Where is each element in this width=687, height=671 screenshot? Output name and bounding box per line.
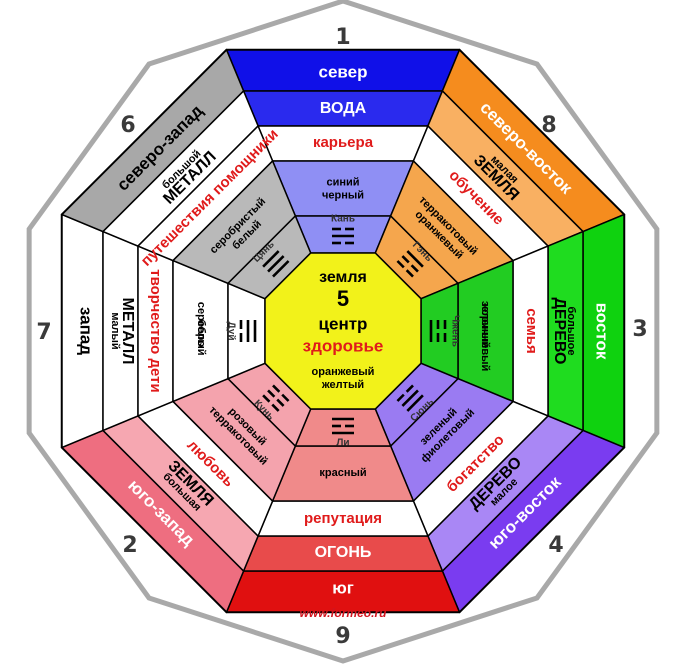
website-url[interactable]: www.formeo.ru xyxy=(300,606,388,620)
dirw-label: север xyxy=(319,62,368,81)
sector-number-east: 3 xyxy=(632,317,647,342)
life-label: творчество дети xyxy=(147,269,164,392)
center-title-label: центр xyxy=(319,314,368,333)
elem-label: МЕТАЛЛ xyxy=(119,298,136,365)
sector-number-southwest: 2 xyxy=(122,533,137,558)
trigram-southeast-icon xyxy=(396,384,424,412)
color-label: белый xyxy=(195,319,207,355)
tri-label: Чжень xyxy=(449,315,460,347)
trigram-southwest-icon xyxy=(262,384,290,412)
color-label: зеленый xyxy=(479,301,491,348)
center-fill xyxy=(264,252,422,410)
center-life-label: здоровье xyxy=(303,336,384,355)
color-label: серебро xyxy=(195,302,207,347)
trigram-east-icon xyxy=(429,320,447,342)
center-earth-label: земля xyxy=(319,269,367,286)
tri-label: Дуй xyxy=(225,322,236,341)
elemw-label: ОГОНЬ xyxy=(315,544,372,561)
elem-label: ДЕРЕВО xyxy=(551,297,568,364)
color-label: черный xyxy=(322,189,364,201)
life-label: карьера xyxy=(313,134,374,151)
dirw-label: юг xyxy=(332,578,354,597)
color-label: красный xyxy=(319,467,366,479)
dir-label: запад xyxy=(77,307,96,355)
sector-south: юг ОГОНЬ репутация красный Ли xyxy=(225,408,461,613)
sector-number-north: 1 xyxy=(335,25,350,50)
center-0-label: оранжевый xyxy=(312,366,375,378)
sector-number-south: 9 xyxy=(335,624,350,649)
color-label: коричневый xyxy=(479,304,491,372)
dirw-label: восток xyxy=(593,303,612,360)
tri-label: Кань xyxy=(331,214,355,225)
pre-label: большое xyxy=(565,307,577,356)
center-1-label: желтый xyxy=(321,379,364,391)
sector-number-northeast: 8 xyxy=(541,113,556,138)
trigram-west-icon xyxy=(239,320,257,342)
trigram-northwest-icon xyxy=(262,250,290,278)
outer-numbers: 1 8 3 4 9 2 7 6 xyxy=(36,25,647,649)
trigram-northeast-icon xyxy=(396,250,424,278)
sector-southwest: юго-западбольшаяЗЕМЛЯлюбовьрозовыйтеррак… xyxy=(60,362,312,614)
life-label: семья xyxy=(523,308,540,354)
center-number-label: 5 xyxy=(337,286,349,311)
sector-number-southeast: 4 xyxy=(548,533,563,558)
tri-label: Ли xyxy=(336,438,349,449)
color-label: синий xyxy=(326,176,359,188)
trigram-north-icon xyxy=(332,227,354,245)
sector-northeast: северо-востокмалаяЗЕМЛЯобучениетерракото… xyxy=(374,48,626,300)
sector-number-northwest: 6 xyxy=(120,113,135,138)
trigram-south-icon xyxy=(332,417,354,435)
elemw-label: ВОДА xyxy=(320,100,367,117)
sector-number-west: 7 xyxy=(36,320,51,345)
pre-label: малый xyxy=(109,312,121,349)
life-label: репутация xyxy=(304,510,382,527)
